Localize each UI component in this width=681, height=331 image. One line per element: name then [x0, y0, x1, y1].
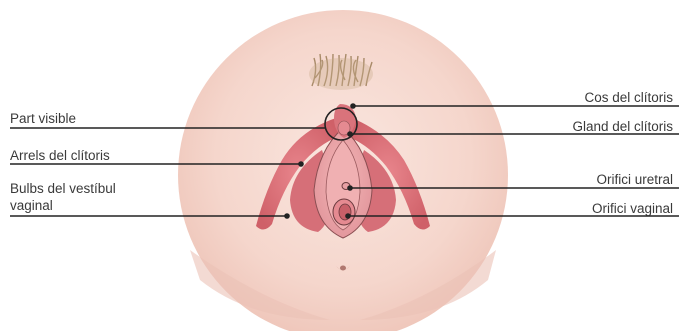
- label-arrels: Arrels del clítoris: [10, 148, 110, 164]
- label-gland: Gland del clítoris: [572, 119, 673, 135]
- anus-center: [340, 266, 346, 271]
- label-cos: Cos del clítoris: [584, 90, 673, 106]
- label-bulbs-line1: Bulbs del vestíbul: [10, 181, 116, 197]
- label-bulbs-line2: vaginal: [10, 198, 53, 214]
- label-part-visible: Part visible: [10, 111, 76, 127]
- label-orifici-vaginal: Orifici vaginal: [592, 201, 673, 217]
- label-orifici-uretral: Orifici uretral: [596, 172, 673, 188]
- pubic-mound: [309, 58, 373, 90]
